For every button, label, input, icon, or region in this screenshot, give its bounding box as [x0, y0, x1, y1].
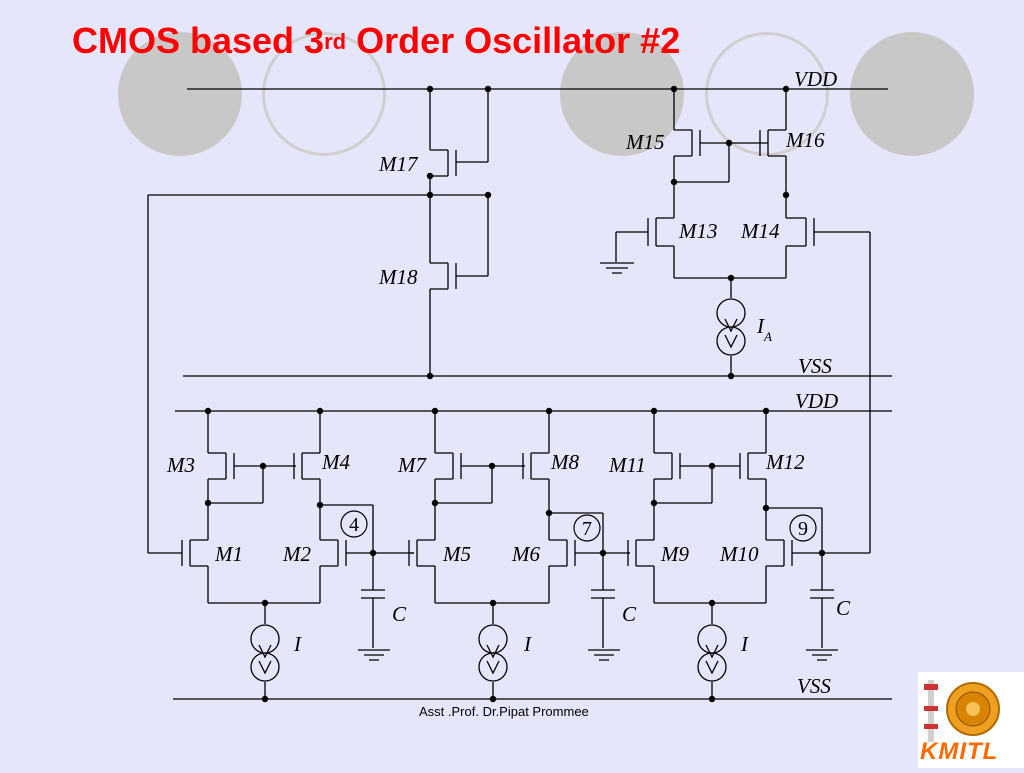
- title-superscript: rd: [324, 29, 347, 54]
- m2-label: M2: [282, 542, 311, 566]
- node-7-label: 7: [582, 518, 592, 540]
- bg-circle-5: [850, 32, 974, 156]
- current-source-ia: [716, 298, 746, 356]
- m15-label: M15: [625, 130, 665, 154]
- vdd-top-label: VDD: [794, 67, 837, 91]
- m9-label: M9: [660, 542, 689, 566]
- c2-label: C: [622, 602, 637, 626]
- vss-top-label: VSS: [798, 354, 832, 378]
- title-rest: Order Oscillator #2: [346, 20, 681, 61]
- m1-label: M1: [214, 542, 243, 566]
- m12-label: M12: [765, 450, 805, 474]
- node-4-label: 4: [349, 514, 359, 536]
- ia-label: IA: [756, 314, 772, 344]
- m8-label: M8: [550, 450, 579, 474]
- node-9-label: 9: [798, 518, 808, 540]
- bg-circle-3: [560, 32, 684, 156]
- junction-dots: [204, 85, 826, 703]
- m7-label: M7: [397, 453, 427, 477]
- bg-circle-2: [262, 32, 386, 156]
- current-source-3: [697, 624, 727, 682]
- m16-label: M16: [785, 128, 825, 152]
- i1-label: I: [293, 632, 302, 656]
- c1-label: C: [392, 602, 407, 626]
- current-source-1: [250, 624, 280, 682]
- kmitl-logo: KMITL: [918, 672, 1024, 768]
- m18-label: M18: [378, 265, 418, 289]
- m5-label: M5: [442, 542, 471, 566]
- bg-circle-4: [705, 32, 829, 156]
- vdd-bottom-label: VDD: [795, 389, 838, 413]
- title-main: CMOS based 3: [72, 20, 325, 61]
- m11-label: M11: [608, 453, 646, 477]
- m17-label: M17: [378, 152, 419, 176]
- footer-author: Asst .Prof. Dr.Pipat Prommee: [419, 704, 589, 719]
- ia-label-sub: A: [763, 329, 772, 344]
- kmitl-logo-graphic: [924, 680, 1000, 742]
- current-source-2: [478, 624, 508, 682]
- node-7-circle: [573, 514, 601, 542]
- i3-label: I: [740, 632, 749, 656]
- kmitl-logo-text: KMITL: [920, 738, 999, 765]
- m4-label: M4: [321, 450, 350, 474]
- m14-label: M14: [740, 219, 780, 243]
- node-9-circle: [789, 514, 817, 542]
- m10-label: M10: [719, 542, 759, 566]
- bg-circle-1: [118, 32, 242, 156]
- m6-label: M6: [511, 542, 540, 566]
- i2-label: I: [523, 632, 532, 656]
- slide-title: CMOS based 3rd Order Oscillator #2: [72, 20, 680, 62]
- node-4-circle: [340, 510, 368, 538]
- vss-bottom-label: VSS: [797, 674, 831, 698]
- m3-label: M3: [166, 453, 195, 477]
- m13-label: M13: [678, 219, 718, 243]
- c3-label: C: [836, 596, 851, 620]
- ia-label-main: I: [756, 314, 765, 338]
